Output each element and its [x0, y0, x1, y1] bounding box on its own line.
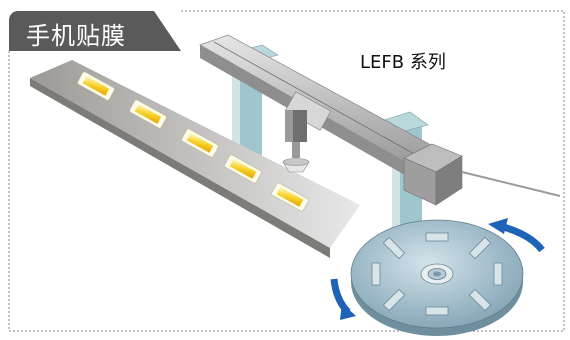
rotation-arrows — [330, 218, 545, 320]
series-label: LEFB 系列 — [360, 52, 446, 73]
category-tag: 手机贴膜 — [9, 11, 181, 51]
table-slots — [371, 232, 503, 316]
rotary-table — [350, 219, 524, 336]
conveyor-belt — [30, 60, 360, 258]
pick-head — [282, 110, 310, 173]
film-pieces — [77, 71, 309, 212]
category-tag-label: 手机贴膜 — [26, 22, 126, 50]
